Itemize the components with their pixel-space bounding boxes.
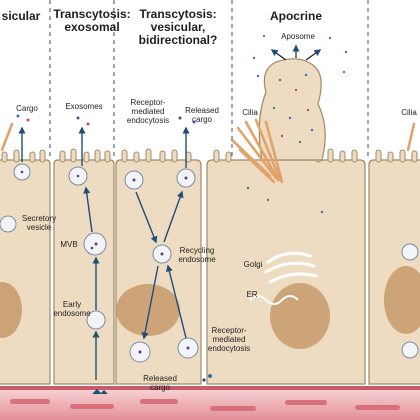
header-exosomal: Transcytosis: exosomal bbox=[53, 7, 131, 34]
bleb-particles bbox=[246, 73, 324, 214]
column-dividers bbox=[49, 0, 369, 160]
label-golgi: Golgi bbox=[243, 260, 263, 269]
arrow-transcytosis-down bbox=[141, 265, 159, 340]
label-aposome: Aposome bbox=[281, 32, 315, 41]
nuclei bbox=[0, 266, 420, 349]
cilia-left-cell bbox=[0, 122, 14, 152]
label-secretory-vesicle: Secretory vesicle bbox=[21, 214, 57, 232]
vesicle-contents bbox=[20, 170, 190, 354]
blood-vessel bbox=[0, 386, 420, 420]
label-released-top: Released cargo bbox=[185, 106, 219, 124]
label-early-endosome: Early endosome bbox=[53, 300, 91, 318]
flow-arrows bbox=[18, 126, 190, 380]
label-recycling-endosome: Recycling endosome bbox=[178, 246, 216, 264]
aposome-arrows bbox=[270, 44, 322, 61]
arrow-recycle-up bbox=[163, 190, 184, 243]
golgi bbox=[264, 251, 318, 284]
cargo-particles bbox=[16, 114, 212, 394]
aposome-particles bbox=[252, 34, 348, 78]
arrow-mvb-up bbox=[83, 186, 93, 233]
er bbox=[249, 295, 299, 305]
arrow-endocytosis-down bbox=[135, 191, 158, 244]
cilia-apocrine bbox=[230, 118, 284, 184]
label-cilia-right: Cilia bbox=[401, 108, 417, 117]
header-apocrine: Apocrine bbox=[269, 9, 322, 23]
header-bidirectional: Transcytosis: vesicular, bidirectional? bbox=[138, 7, 218, 47]
label-cargo: Cargo bbox=[16, 104, 38, 113]
label-cilia-left: Cilia bbox=[242, 108, 258, 117]
label-receptor-bottom: Receptor- mediated endocytosis bbox=[207, 326, 251, 353]
header-vesicular: sicular bbox=[1, 9, 41, 23]
apocrine-bleb bbox=[258, 58, 326, 161]
label-exosomes: Exosomes bbox=[65, 102, 103, 111]
label-er: ER bbox=[246, 290, 258, 299]
microvilli bbox=[1, 148, 418, 163]
arrow-basal-in bbox=[165, 264, 187, 339]
label-mvb: MVB bbox=[60, 240, 78, 249]
label-released-bottom: Released cargo bbox=[143, 374, 177, 392]
label-receptor-top: Receptor- mediated endocytosis bbox=[126, 98, 170, 125]
cilia-right-cell bbox=[406, 122, 416, 152]
